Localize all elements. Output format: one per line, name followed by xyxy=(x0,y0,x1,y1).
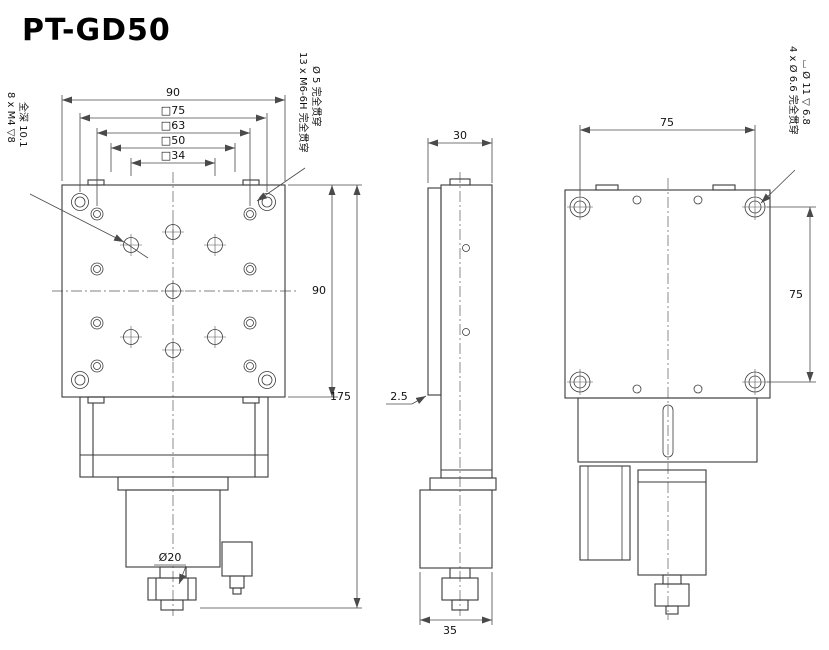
back-view-notes: 4 x Ø 6.6 完全贯穿 ⌴ Ø 11 ▽ 6.8 xyxy=(760,46,812,204)
dim-front-sq75: □75 xyxy=(161,104,185,117)
side-view: 30 2.5 35 xyxy=(386,129,497,637)
dim-knob-diameter: Ø20 xyxy=(159,551,182,564)
dim-back-hole-spacing-h: 75 xyxy=(660,116,674,129)
back-note-cb: 4 x Ø 6.6 完全贯穿 ⌴ Ø 11 ▽ 6.8 xyxy=(787,46,812,135)
front-note-m6-line2: Ø 5 完全贯穿 xyxy=(310,66,323,127)
front-note-m4-line1: 8 x M4 ▽8 xyxy=(5,92,16,143)
dim-front-overall-height: 175 xyxy=(330,390,351,403)
dim-front-width: 90 xyxy=(166,86,180,99)
front-view-dimensions: 90 □75 □63 □50 □34 90 175 Ø20 xyxy=(61,86,362,609)
front-note-m4-line2: 全深 10.1 xyxy=(17,102,30,147)
front-note-m6-line1: 13 x M6-6H 完全贯穿 xyxy=(297,52,310,153)
side-view-dimensions: 30 2.5 35 xyxy=(386,129,493,637)
dim-front-sq34: □34 xyxy=(161,149,185,162)
back-note-cb-line1: 4 x Ø 6.6 完全贯穿 xyxy=(787,46,800,135)
dim-side-depth: 30 xyxy=(453,129,467,142)
front-view-centerlines xyxy=(52,172,296,616)
back-view-holes xyxy=(566,193,769,396)
front-view: 90 □75 □63 □50 □34 90 175 Ø20 8 x M4 ▽8 … xyxy=(5,52,362,616)
dim-front-sq50: □50 xyxy=(161,134,185,147)
dim-front-sq63: □63 xyxy=(161,119,185,132)
back-view-dimensions: 75 75 xyxy=(579,116,816,383)
back-view-outline xyxy=(564,184,771,615)
front-view-outline xyxy=(61,179,286,611)
dim-back-hole-spacing-v: 75 xyxy=(789,288,803,301)
side-view-outline xyxy=(419,178,497,611)
dim-side-plate-thickness: 2.5 xyxy=(390,390,408,403)
front-note-m6: 13 x M6-6H 完全贯穿 Ø 5 完全贯穿 xyxy=(297,52,323,153)
back-view: 75 75 4 x Ø 6.6 完全贯穿 ⌴ Ø 11 ▽ 6.8 xyxy=(564,46,816,620)
page-title: PT-GD50 xyxy=(22,13,171,48)
front-view-notes: 8 x M4 ▽8 全深 10.1 13 x M6-6H 完全贯穿 Ø 5 完全… xyxy=(5,52,323,259)
back-note-cb-line2: ⌴ Ø 11 ▽ 6.8 xyxy=(800,60,812,125)
front-note-m4: 8 x M4 ▽8 全深 10.1 xyxy=(5,92,30,147)
dim-front-plate-height: 90 xyxy=(312,284,326,297)
dim-side-motor-width: 35 xyxy=(443,624,457,637)
